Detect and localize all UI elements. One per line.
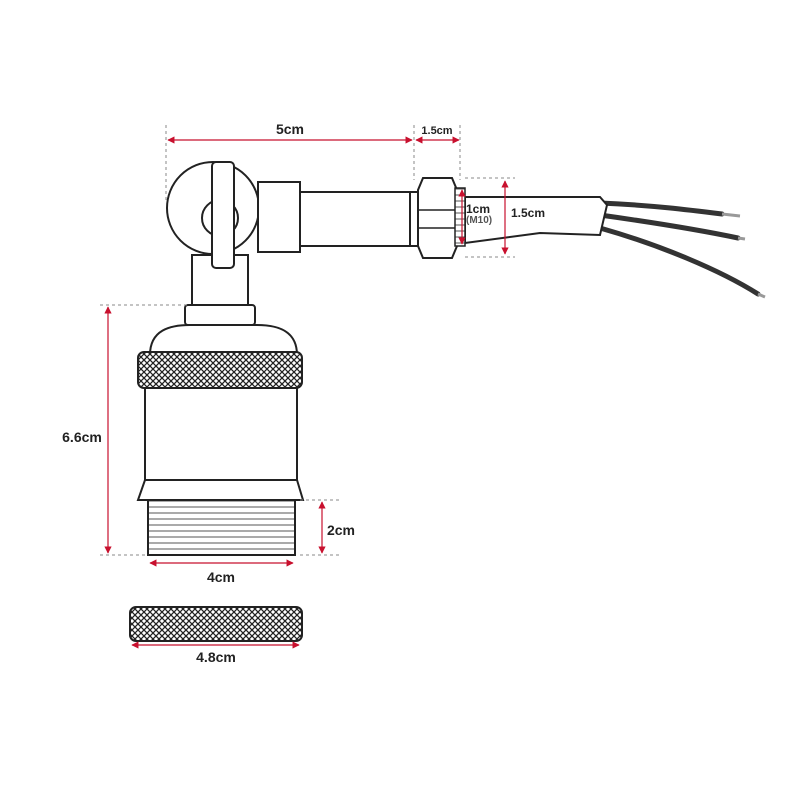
arm-length-label: 5cm	[276, 121, 304, 137]
nut-width-label: 1.5cm	[421, 125, 452, 137]
thread-size-label: (M10)	[466, 215, 492, 226]
nut-height-label: 1.5cm	[511, 206, 545, 220]
thread-diameter-label: 1cm	[466, 202, 490, 216]
ring-diameter-label: 4.8cm	[196, 649, 236, 665]
locking-ring	[129, 606, 303, 642]
thread-width-label: 4cm	[207, 569, 235, 585]
hex-nut	[417, 177, 466, 259]
dimension-lines	[104, 136, 509, 649]
wires	[597, 200, 766, 299]
lamp-holder-body	[136, 304, 305, 556]
thread-length-label: 2cm	[327, 522, 355, 538]
holder-height-label: 6.6cm	[62, 429, 102, 445]
guide-lines	[100, 125, 515, 556]
elbow-joint	[166, 161, 421, 308]
